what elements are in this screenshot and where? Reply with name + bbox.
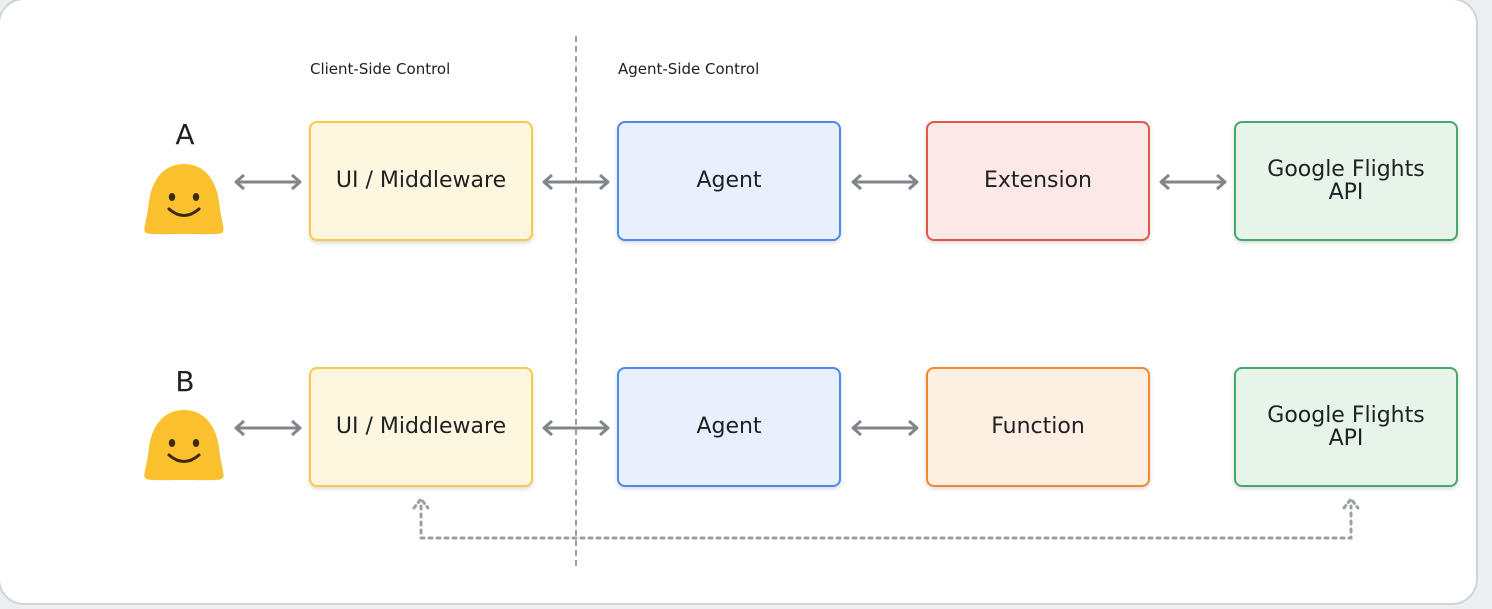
smiley-face-icon [144, 164, 224, 235]
user-ui-arrow-icon [234, 419, 302, 437]
agent-extension-arrow-icon [851, 173, 919, 191]
user-ui-arrow-icon [234, 173, 302, 191]
agent-side-header: Agent-Side Control [618, 60, 760, 78]
row-b-google-flights-api-box: Google Flights API [1234, 367, 1458, 487]
client-side-header: Client-Side Control [310, 60, 451, 78]
agent-function-arrow-icon [851, 419, 919, 437]
row-b-ui-middleware-box: UI / Middleware [309, 367, 533, 487]
row-a-ui-middleware-box: UI / Middleware [309, 121, 533, 241]
row-b-letter: B [175, 365, 195, 398]
extension-api-arrow-icon [1159, 173, 1227, 191]
row-a-google-flights-api-box: Google Flights API [1234, 121, 1458, 241]
smiley-face-icon [144, 410, 224, 481]
row-b-function-box: Function [926, 367, 1150, 487]
control-divider [575, 36, 577, 566]
row-b-agent-box: Agent [617, 367, 841, 487]
ui-agent-arrow-icon [542, 173, 610, 191]
row-a-agent-box: Agent [617, 121, 841, 241]
row-a-extension-box: Extension [926, 121, 1150, 241]
row-a-letter: A [175, 118, 195, 151]
ui-agent-arrow-icon [542, 419, 610, 437]
